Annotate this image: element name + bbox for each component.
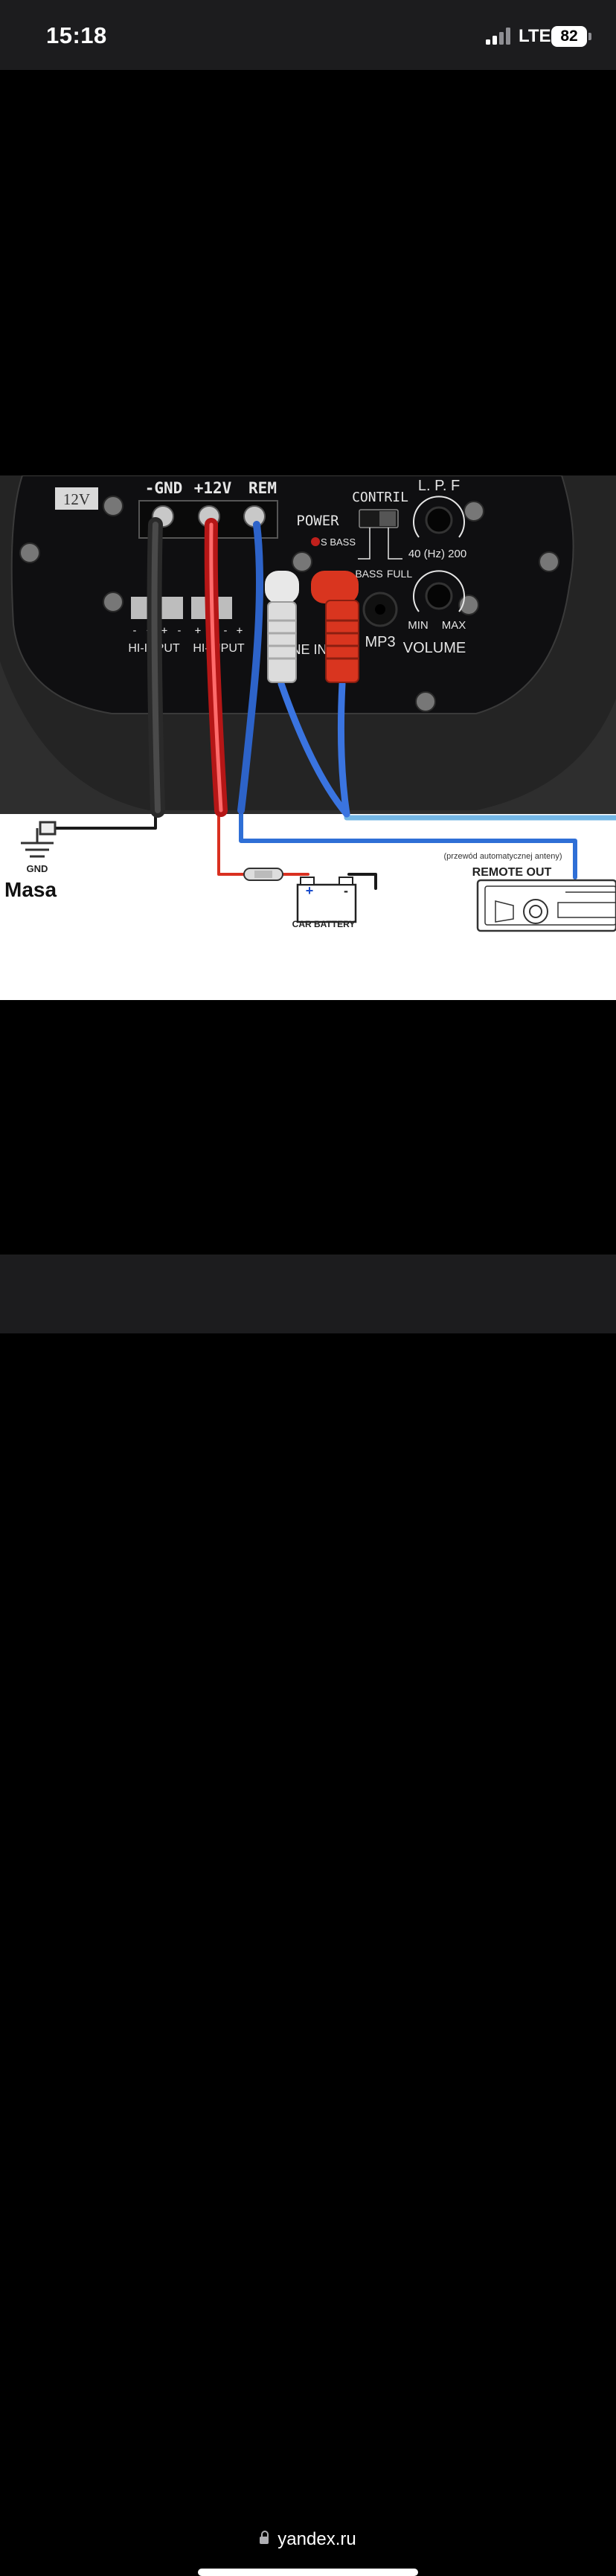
battery-plus-mark: + bbox=[306, 883, 314, 898]
contril-label: CONTRIL bbox=[352, 490, 408, 505]
fuse-core bbox=[254, 871, 272, 878]
screw-icon bbox=[103, 592, 123, 612]
volume-knob-icon bbox=[425, 582, 453, 610]
status-bar: 15:18 LTE 82 bbox=[0, 0, 616, 70]
volume-label: VOLUME bbox=[403, 640, 466, 656]
full-label: FULL bbox=[387, 568, 412, 580]
screw-icon bbox=[463, 501, 484, 522]
masa-label: Masa bbox=[4, 878, 57, 901]
screw-icon bbox=[458, 595, 479, 615]
rca-boot-red bbox=[325, 600, 359, 683]
mp3-label: MP3 bbox=[365, 634, 395, 650]
battery-tip bbox=[588, 33, 591, 40]
rca-cable-red bbox=[337, 680, 350, 818]
rca-plug-white-icon bbox=[265, 571, 299, 603]
power-wire-lower bbox=[217, 809, 247, 876]
address-bar[interactable]: yandex.ru bbox=[0, 2529, 616, 2550]
battery-icon: 82 bbox=[551, 26, 587, 47]
voltage-badge-text: 12V bbox=[63, 490, 90, 508]
polarity-mark: - bbox=[132, 625, 138, 637]
volume-min-label: MIN bbox=[408, 619, 429, 632]
url-text: yandex.ru bbox=[277, 2529, 356, 2549]
ground-cable-highlight bbox=[151, 522, 161, 813]
head-unit-icon bbox=[476, 879, 616, 932]
polarity-mark: - bbox=[176, 625, 182, 637]
power-label: POWER bbox=[296, 513, 339, 529]
volume-max-label: MAX bbox=[442, 619, 466, 632]
polarity-mark: + bbox=[195, 625, 201, 637]
signal-icon bbox=[486, 27, 514, 45]
polarity-mark: + bbox=[237, 625, 243, 637]
status-time: 15:18 bbox=[46, 22, 107, 48]
browser-bottom-bar: yandex.ru bbox=[0, 1255, 616, 2576]
lock-icon bbox=[260, 2531, 269, 2544]
bass-label: BASS bbox=[355, 568, 382, 580]
switch-guide-lines bbox=[358, 528, 402, 560]
rca-cable-white bbox=[277, 680, 350, 818]
antenna-note: (przewód automatycznej anteny) bbox=[444, 852, 562, 861]
voltage-badge bbox=[55, 487, 98, 510]
battery-minus-mark: - bbox=[344, 883, 348, 898]
polarity-mark: - bbox=[222, 625, 228, 637]
polarity-mark: + bbox=[161, 625, 167, 637]
screw-icon bbox=[103, 496, 123, 516]
gnd-label: GND bbox=[27, 863, 48, 874]
lpf-label: L. P. F bbox=[418, 478, 460, 494]
mp3-jack-hole bbox=[375, 604, 385, 615]
car-battery-icon bbox=[296, 877, 357, 923]
screw-icon bbox=[19, 542, 40, 563]
network-type: LTE bbox=[519, 26, 551, 46]
power-cable-highlight bbox=[209, 522, 223, 813]
rem-terminal-label: REM bbox=[248, 479, 277, 497]
gnd-terminal-label: -GND bbox=[145, 479, 183, 497]
home-indicator[interactable] bbox=[198, 2569, 418, 2576]
remote-wire bbox=[239, 808, 577, 880]
ground-symbol-icon bbox=[21, 821, 57, 858]
screws bbox=[19, 496, 559, 712]
lpf-hz-label: 40 (Hz) 200 bbox=[408, 548, 466, 560]
screw-icon bbox=[539, 551, 559, 572]
screw-icon bbox=[292, 551, 312, 572]
power-led bbox=[311, 537, 320, 546]
carpet-edge bbox=[0, 661, 616, 814]
car-battery-label: CAR BATTERY bbox=[292, 919, 356, 929]
s-bass-label: S BASS bbox=[321, 536, 356, 548]
lpf-arc bbox=[413, 496, 465, 538]
battery-negative-wire bbox=[347, 873, 377, 890]
screw-icon bbox=[415, 691, 436, 712]
wiring-photo: 12V -GND +12V REM POWER CONTRIL S BASS B… bbox=[0, 475, 616, 1000]
v12-terminal-label: +12V bbox=[194, 479, 232, 497]
rca-boot-white bbox=[267, 601, 297, 683]
bass-switch-knob bbox=[379, 511, 396, 526]
volume-arc bbox=[413, 570, 465, 612]
lpf-knob-icon bbox=[425, 506, 453, 534]
rca-plug-red-icon bbox=[311, 571, 359, 603]
remote-out-label: REMOTE OUT bbox=[472, 866, 552, 879]
rem-cable bbox=[237, 521, 263, 814]
